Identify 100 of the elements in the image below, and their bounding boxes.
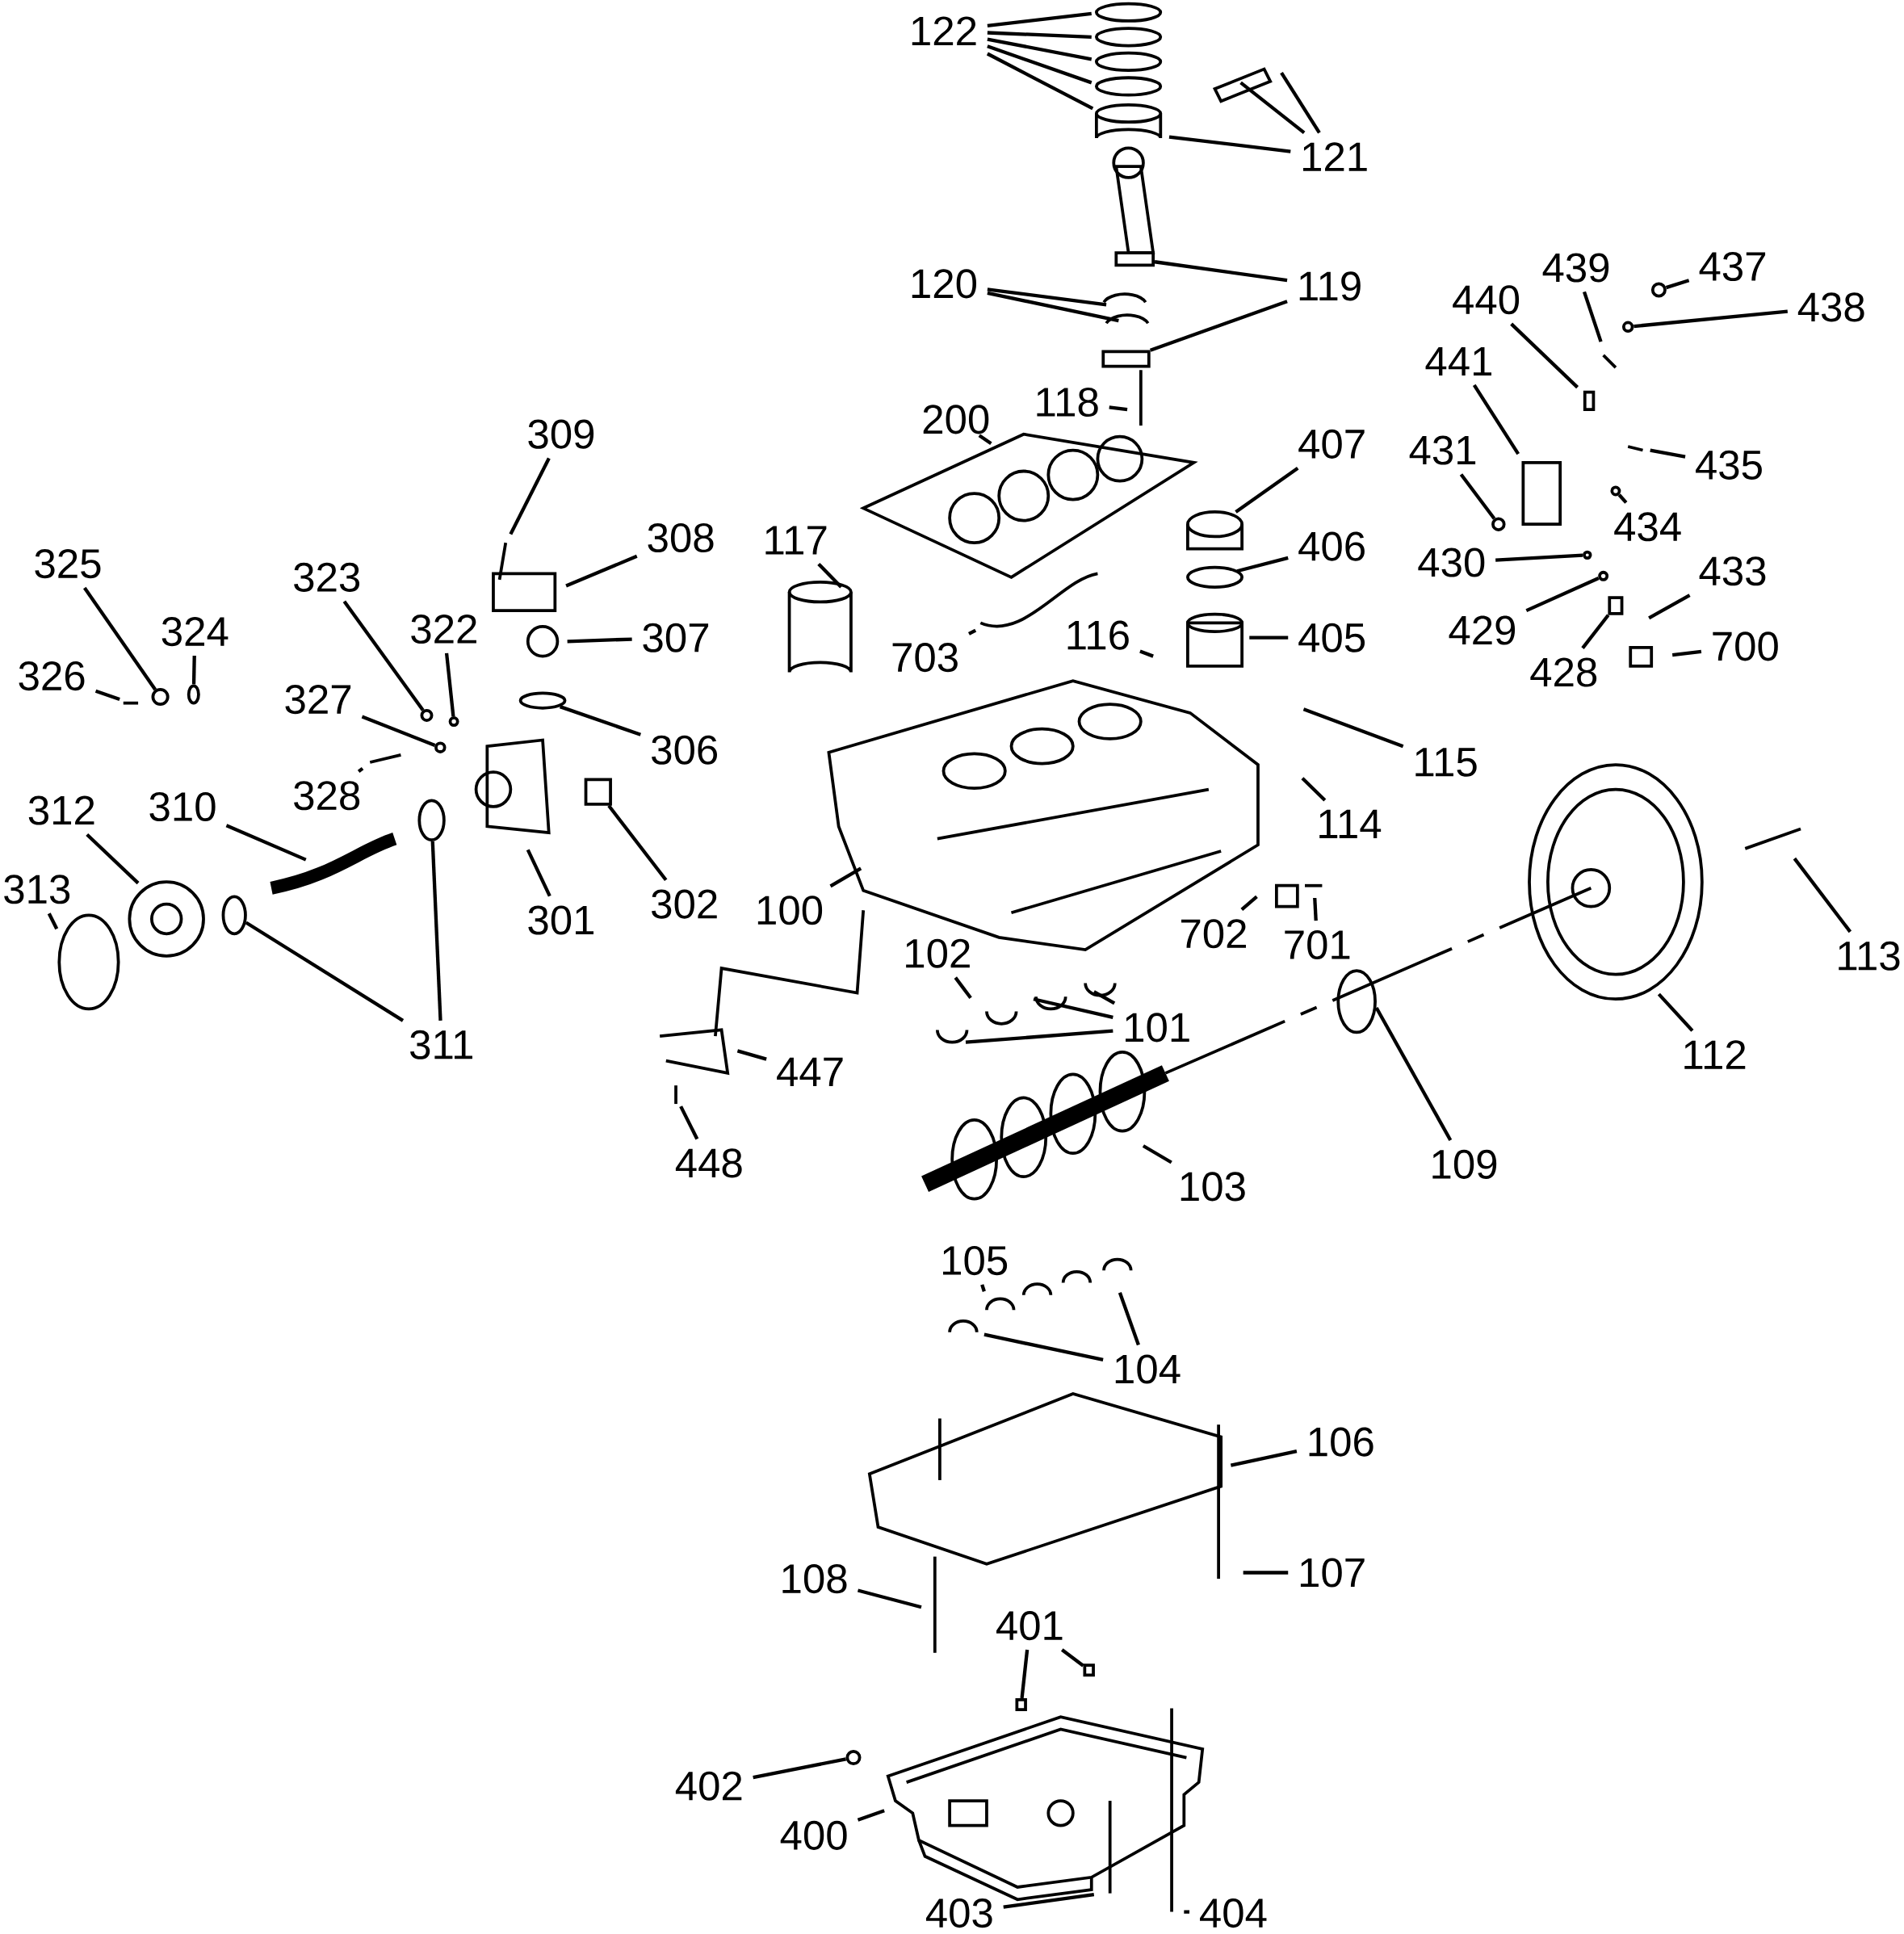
leader-line (82, 586, 157, 691)
engine-part (1650, 282, 1667, 298)
engine-part (221, 895, 247, 936)
callout-number: 430 (1418, 547, 1485, 577)
callout-number: 406 (1298, 531, 1365, 561)
callout-number: 439 (1542, 253, 1608, 283)
callout-number: 324 (161, 617, 229, 647)
leader-line (817, 562, 843, 589)
leader-line (86, 833, 140, 885)
leader-line (987, 44, 1092, 85)
leader-line (191, 655, 196, 685)
callout-number: 313 (4, 875, 69, 904)
leader-line (1312, 897, 1318, 921)
leader-line (1230, 1449, 1298, 1467)
leader-line (1184, 1910, 1189, 1914)
callout-number: 108 (782, 1564, 847, 1594)
callout-number: 112 (1684, 1040, 1746, 1069)
leader-line (1665, 279, 1690, 290)
callout-number: 429 (1449, 615, 1515, 645)
engine-part (1598, 570, 1608, 581)
callout-number: 306 (651, 735, 717, 765)
leader-line (1139, 649, 1154, 658)
leader-line (1060, 1648, 1084, 1668)
leader-line (1020, 1649, 1030, 1699)
callout-number: 435 (1695, 450, 1762, 480)
callout-number: 107 (1300, 1558, 1365, 1588)
callout-number: 301 (528, 905, 593, 935)
callout-number: 101 (1125, 1013, 1189, 1043)
leader-line (47, 912, 59, 930)
callout-number: 118 (1037, 387, 1098, 417)
callout-number: 328 (294, 781, 359, 811)
callout-number: 702 (1181, 919, 1246, 949)
leader-line (509, 457, 551, 535)
callout-number: 323 (294, 562, 359, 592)
leader-line (986, 52, 1094, 111)
callout-number: 434 (1614, 512, 1681, 542)
leader-line (1793, 857, 1852, 933)
engine-part (1101, 350, 1151, 368)
callout-number: 119 (1299, 271, 1361, 301)
callout-number: 302 (651, 889, 717, 919)
leader-line (567, 637, 632, 644)
callout-number: 116 (1067, 620, 1129, 650)
leader-line (1118, 1292, 1140, 1346)
leader-line (1459, 473, 1496, 520)
leader-line (1243, 1571, 1289, 1575)
leader-line (1240, 895, 1258, 912)
callout-number: 402 (675, 1771, 742, 1801)
callout-number: 120 (912, 269, 976, 299)
engine-part (151, 687, 170, 707)
engine-part (518, 691, 567, 710)
engine-part (1114, 251, 1155, 267)
leader-line (1650, 448, 1686, 459)
leader-line (983, 1332, 1104, 1362)
callout-number: 322 (411, 614, 476, 644)
callout-number: 400 (780, 1820, 847, 1850)
leader-line (1617, 493, 1628, 504)
leader-line (1472, 384, 1520, 455)
leader-line (559, 705, 641, 736)
leader-line (978, 434, 992, 445)
leader-line (1671, 649, 1701, 657)
leader-line (967, 628, 977, 636)
engine-part (1491, 517, 1506, 531)
leader-line (1236, 556, 1289, 573)
engine-part (1608, 596, 1624, 615)
leader-line (1510, 322, 1579, 389)
engine-part (1582, 550, 1592, 560)
leader-line (94, 689, 120, 702)
engine-part (420, 708, 434, 722)
leader-line (565, 554, 638, 588)
leader-line (1581, 614, 1610, 649)
callout-number: 310 (149, 791, 216, 822)
callout-number: 701 (1285, 929, 1350, 960)
engine-part (187, 684, 200, 705)
leader-line (1149, 300, 1288, 352)
leader-line (245, 921, 404, 1022)
callout-number: 431 (1409, 435, 1475, 465)
callout-number: 404 (1199, 1898, 1267, 1928)
leader-line (1092, 990, 1116, 1005)
leader-line (1647, 594, 1691, 620)
callout-number: 405 (1298, 623, 1365, 652)
callout-number: 109 (1432, 1149, 1496, 1179)
engine-part (1083, 1663, 1095, 1677)
leader-line (1495, 553, 1583, 562)
leader-line (1633, 309, 1788, 329)
leader-line (753, 1757, 846, 1780)
callout-number: 102 (906, 938, 970, 968)
engine-part (584, 778, 612, 806)
engine-part (1015, 1697, 1027, 1711)
callout-number: 448 (675, 1148, 742, 1178)
callout-number: 325 (35, 549, 101, 579)
callout-number: 700 (1713, 631, 1778, 661)
engine-part (845, 1750, 862, 1766)
engine-part (417, 799, 446, 842)
callout-number: 438 (1797, 292, 1864, 322)
callout-number: 117 (765, 526, 827, 555)
leader-line (1168, 135, 1291, 153)
leader-line (829, 866, 862, 888)
callout-number: 447 (776, 1057, 843, 1086)
callout-number: 309 (528, 419, 593, 449)
callout-number: 113 (1839, 941, 1900, 971)
